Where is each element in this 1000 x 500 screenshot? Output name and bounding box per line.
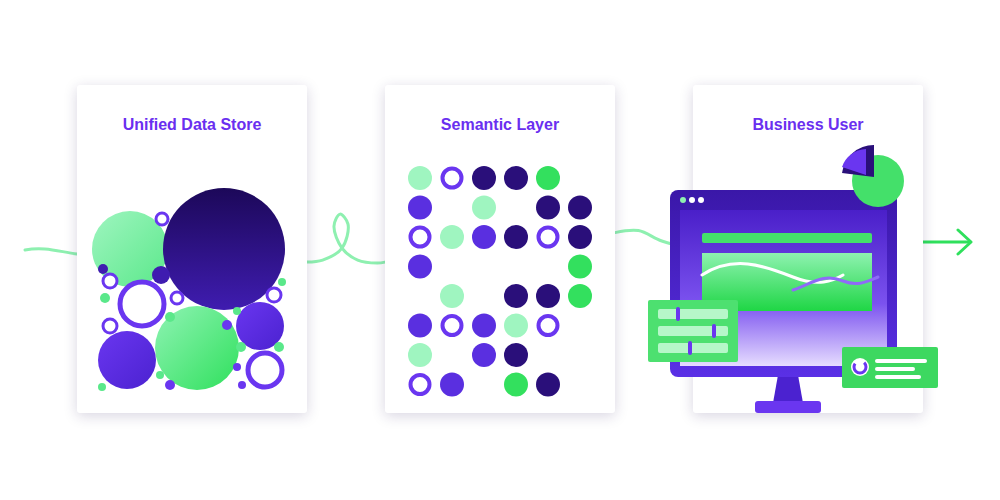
stage-card: Semantic Layer — [385, 85, 615, 413]
stage-card: Unified Data Store — [77, 85, 307, 413]
flow-connector — [307, 214, 385, 263]
flow-line-out — [923, 241, 970, 244]
stage-card: Business User — [693, 85, 923, 413]
card-title: Business User — [693, 85, 923, 134]
arrow-head — [958, 230, 971, 254]
card-title: Unified Data Store — [77, 85, 307, 134]
dashboard-monitor — [693, 85, 923, 413]
flow-line-in — [25, 249, 77, 254]
data-store-bubbles — [77, 85, 307, 413]
semantic-dot-grid — [385, 85, 615, 413]
card-title: Semantic Layer — [385, 85, 615, 134]
